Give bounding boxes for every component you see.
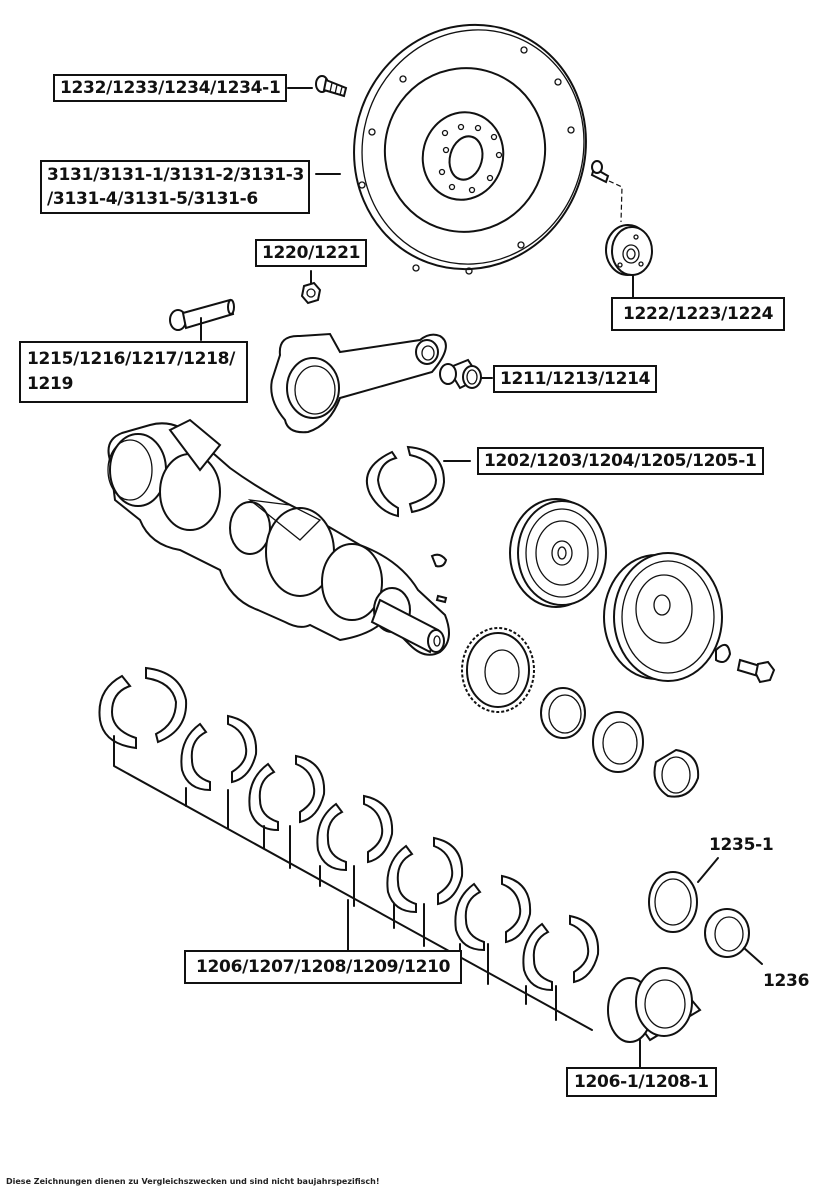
conrod-bearing-shells [365,445,471,518]
label-thrust-bearing: 1206-1/1208-1 [566,1067,717,1097]
conrod-nut [300,270,322,305]
conrod-bolt [169,298,235,341]
crankshaft [107,418,450,656]
thrust-bearing [607,967,702,1069]
label-conrod-bolt-line1: 1215/1216/1217/1218/ [27,349,236,369]
label-flywheel: 3131/3131-1/3131-2/3131-3 /3131-4/3131-5… [40,160,310,214]
crank-pulley [509,498,607,608]
footer-disclaimer: Diese Zeichnungen dienen zu Vergleichszw… [6,1177,380,1186]
label-flywheel-line2: /3131-4/3131-5/3131-6 [47,189,258,209]
label-main-bearings: 1206/1207/1208/1209/1210 [184,950,463,984]
label-pilot-bearing: 1222/1223/1224 [611,297,786,331]
label-conrod-bolt-line2: 1219 [27,374,74,394]
woodruff-keys [430,553,448,604]
flywheel-bolt [287,75,348,98]
connecting-rod [270,332,447,434]
main-bearing-shells [98,666,600,1031]
small-end-bush [439,358,493,390]
label-small-end-bush: 1211/1213/1214 [493,365,658,393]
label-oil-seal: 1236 [763,971,810,991]
label-flywheel-line1: 3131/3131-1/3131-2/3131-3 [47,165,305,185]
label-flywheel-bolt: 1232/1233/1234/1234-1 [53,74,288,102]
label-conrod-bolt: 1215/1216/1217/1218/ 1219 [19,341,248,403]
timing-gear [461,627,535,713]
vibration-damper [603,552,732,682]
pilot-bearing [590,160,653,298]
label-conrod-nut: 1220/1221 [255,239,368,267]
oil-seal [704,908,763,965]
label-conrod-bearing: 1202/1203/1204/1205/1205-1 [477,447,764,475]
spacer-rings [540,687,700,798]
label-seal-ring: 1235-1 [709,835,774,855]
flywheel-bolt-holes [358,46,575,275]
flywheel [353,23,587,275]
seal-ring [648,857,719,933]
pulley-bolt [736,658,776,684]
